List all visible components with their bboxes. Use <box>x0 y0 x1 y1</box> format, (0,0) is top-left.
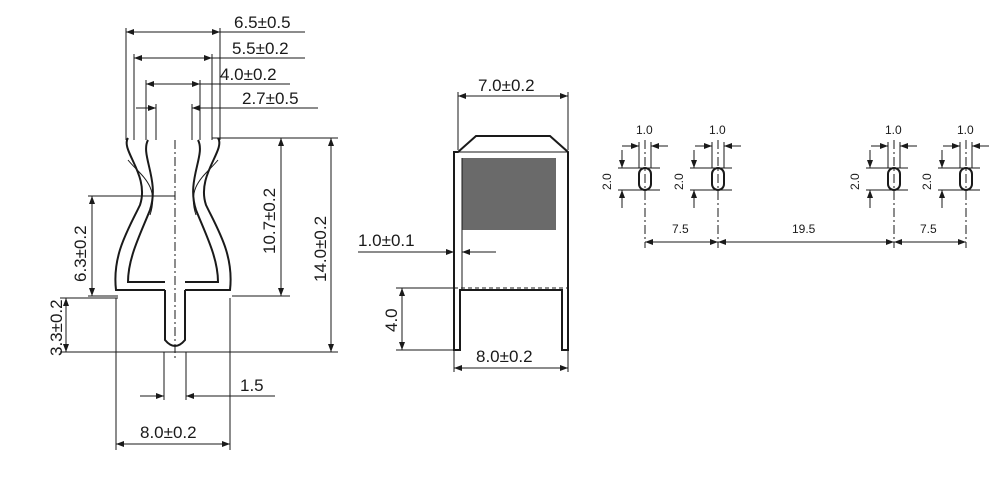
dim-leg-height-label: 4.0 <box>382 308 401 332</box>
dim-inner-contact-width: 4.0±0.2 <box>145 65 290 140</box>
dim-pitch-row: 7.5 19.5 7.5 <box>645 222 966 245</box>
dim-contact-height-label: 10.7±0.2 <box>260 188 279 254</box>
dim-base-width-label: 8.0±0.2 <box>140 423 197 442</box>
dim-waist-height: 6.3±0.2 <box>71 195 175 297</box>
dim-outer-contact-width: 5.5±0.2 <box>133 39 305 140</box>
pcb-hole-1: 1.0 2.0 <box>600 123 668 248</box>
dim-sheet-thickness: 1.0±0.1 <box>358 231 496 290</box>
dim-pitch-right-label: 7.5 <box>920 222 937 236</box>
dim-inner-contact-width-label: 4.0±0.2 <box>220 65 277 84</box>
dim-base-width: 8.0±0.2 <box>115 298 231 450</box>
dim-pin-length-label: 3.3±0.2 <box>47 299 66 356</box>
hole-4-length-label: 2.0 <box>920 173 934 190</box>
dim-overall-width: 6.5±0.5 <box>125 13 305 140</box>
dim-overall-width-label: 6.5±0.5 <box>234 13 291 32</box>
dim-side-base-width-label: 8.0±0.2 <box>476 347 533 366</box>
dim-contact-height: 10.7±0.2 <box>212 137 290 297</box>
hole-1-length-label: 2.0 <box>600 173 614 190</box>
side-shaded-face <box>462 158 556 230</box>
hole-1-width-label: 1.0 <box>636 123 653 137</box>
dim-finger-gap-label: 2.7±0.5 <box>242 89 299 108</box>
side-body-outline <box>453 135 569 351</box>
pcb-hole-2: 1.0 2.0 <box>672 123 741 248</box>
dim-finger-gap: 2.7±0.5 <box>136 89 318 140</box>
hole-2-width-label: 1.0 <box>709 123 726 137</box>
dim-pin-width: 1.5 <box>140 352 275 400</box>
dim-total-height-label: 14.0±0.2 <box>311 216 330 282</box>
dim-pitch-left-label: 7.5 <box>672 222 689 236</box>
dim-top-width: 7.0±0.2 <box>457 76 569 150</box>
hole-3-length-label: 2.0 <box>848 173 862 190</box>
dim-total-height: 14.0±0.2 <box>60 137 338 353</box>
dim-top-width-label: 7.0±0.2 <box>478 76 535 95</box>
clip-body-outline <box>114 137 232 360</box>
hole-2-length-label: 2.0 <box>672 173 686 190</box>
hole-4-width-label: 1.0 <box>957 123 974 137</box>
pcb-footprint-view: 7.5 19.5 7.5 1.0 2.0 <box>600 123 989 248</box>
dim-leg-height: 4.0 <box>382 287 454 351</box>
pcb-hole-3: 1.0 2.0 <box>848 123 917 248</box>
dim-pitch-center-label: 19.5 <box>792 222 816 236</box>
front-view: 6.5±0.5 5.5±0.2 4.0±0.2 2.7±0.5 <box>47 13 338 450</box>
dim-side-base-width: 8.0±0.2 <box>453 347 569 372</box>
dim-pin-length: 3.3±0.2 <box>47 297 118 356</box>
hole-3-width-label: 1.0 <box>885 123 902 137</box>
pcb-hole-4: 1.0 2.0 <box>920 123 989 248</box>
dim-outer-contact-width-label: 5.5±0.2 <box>232 39 289 58</box>
dim-sheet-thickness-label: 1.0±0.1 <box>358 231 415 250</box>
dim-pin-width-label: 1.5 <box>240 376 264 395</box>
side-view: 7.0±0.2 1.0±0.1 4.0 8.0±0.2 <box>358 76 569 372</box>
dim-waist-height-label: 6.3±0.2 <box>71 225 90 282</box>
